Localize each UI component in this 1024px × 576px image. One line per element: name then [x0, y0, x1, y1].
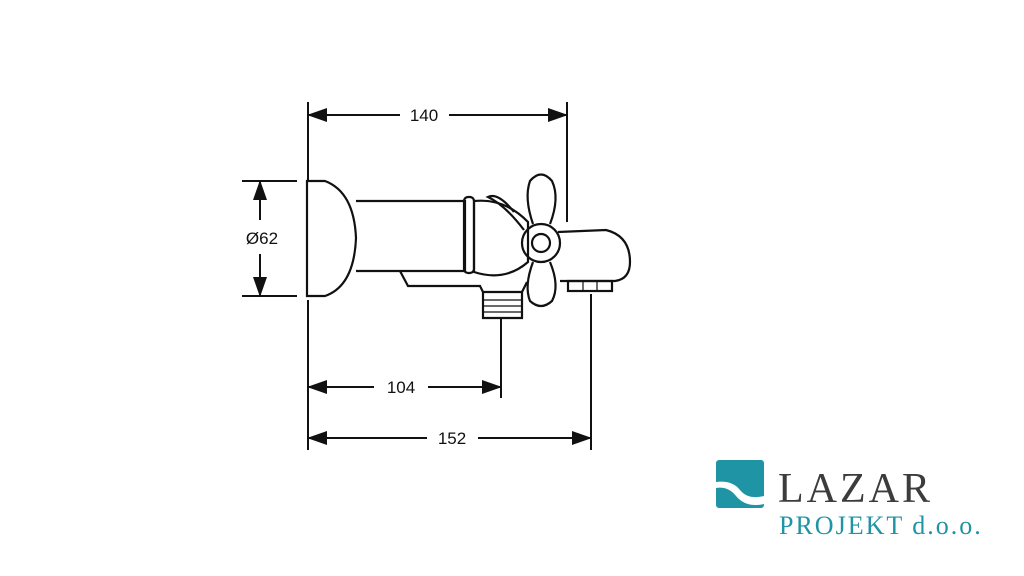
body-underside [399, 270, 528, 294]
dim-label-diameter: Ø62 [246, 229, 278, 248]
dim-label-104: 104 [387, 378, 415, 397]
wall-flange [305, 179, 358, 298]
handle-bottom-spoke [526, 261, 557, 308]
logo-subtitle: PROJEKT d.o.o. [779, 511, 983, 540]
spout-aerator [566, 279, 614, 293]
outlet-fitting [481, 292, 524, 320]
handle-top-spoke [526, 173, 557, 225]
spout [557, 228, 632, 283]
handle-hub-inner [530, 232, 552, 254]
dim-label-140: 140 [410, 106, 438, 125]
handle-hub [520, 222, 562, 264]
faucet [305, 173, 632, 320]
company-logo: LAZAR PROJEKT d.o.o. [716, 460, 1016, 550]
dim-label-152: 152 [438, 429, 466, 448]
handle-left-spoke [485, 194, 525, 231]
mixer-pipe [356, 199, 467, 273]
logo-name: LAZAR [778, 466, 933, 512]
valve-body [472, 199, 530, 277]
wave-logo-icon [716, 460, 764, 508]
